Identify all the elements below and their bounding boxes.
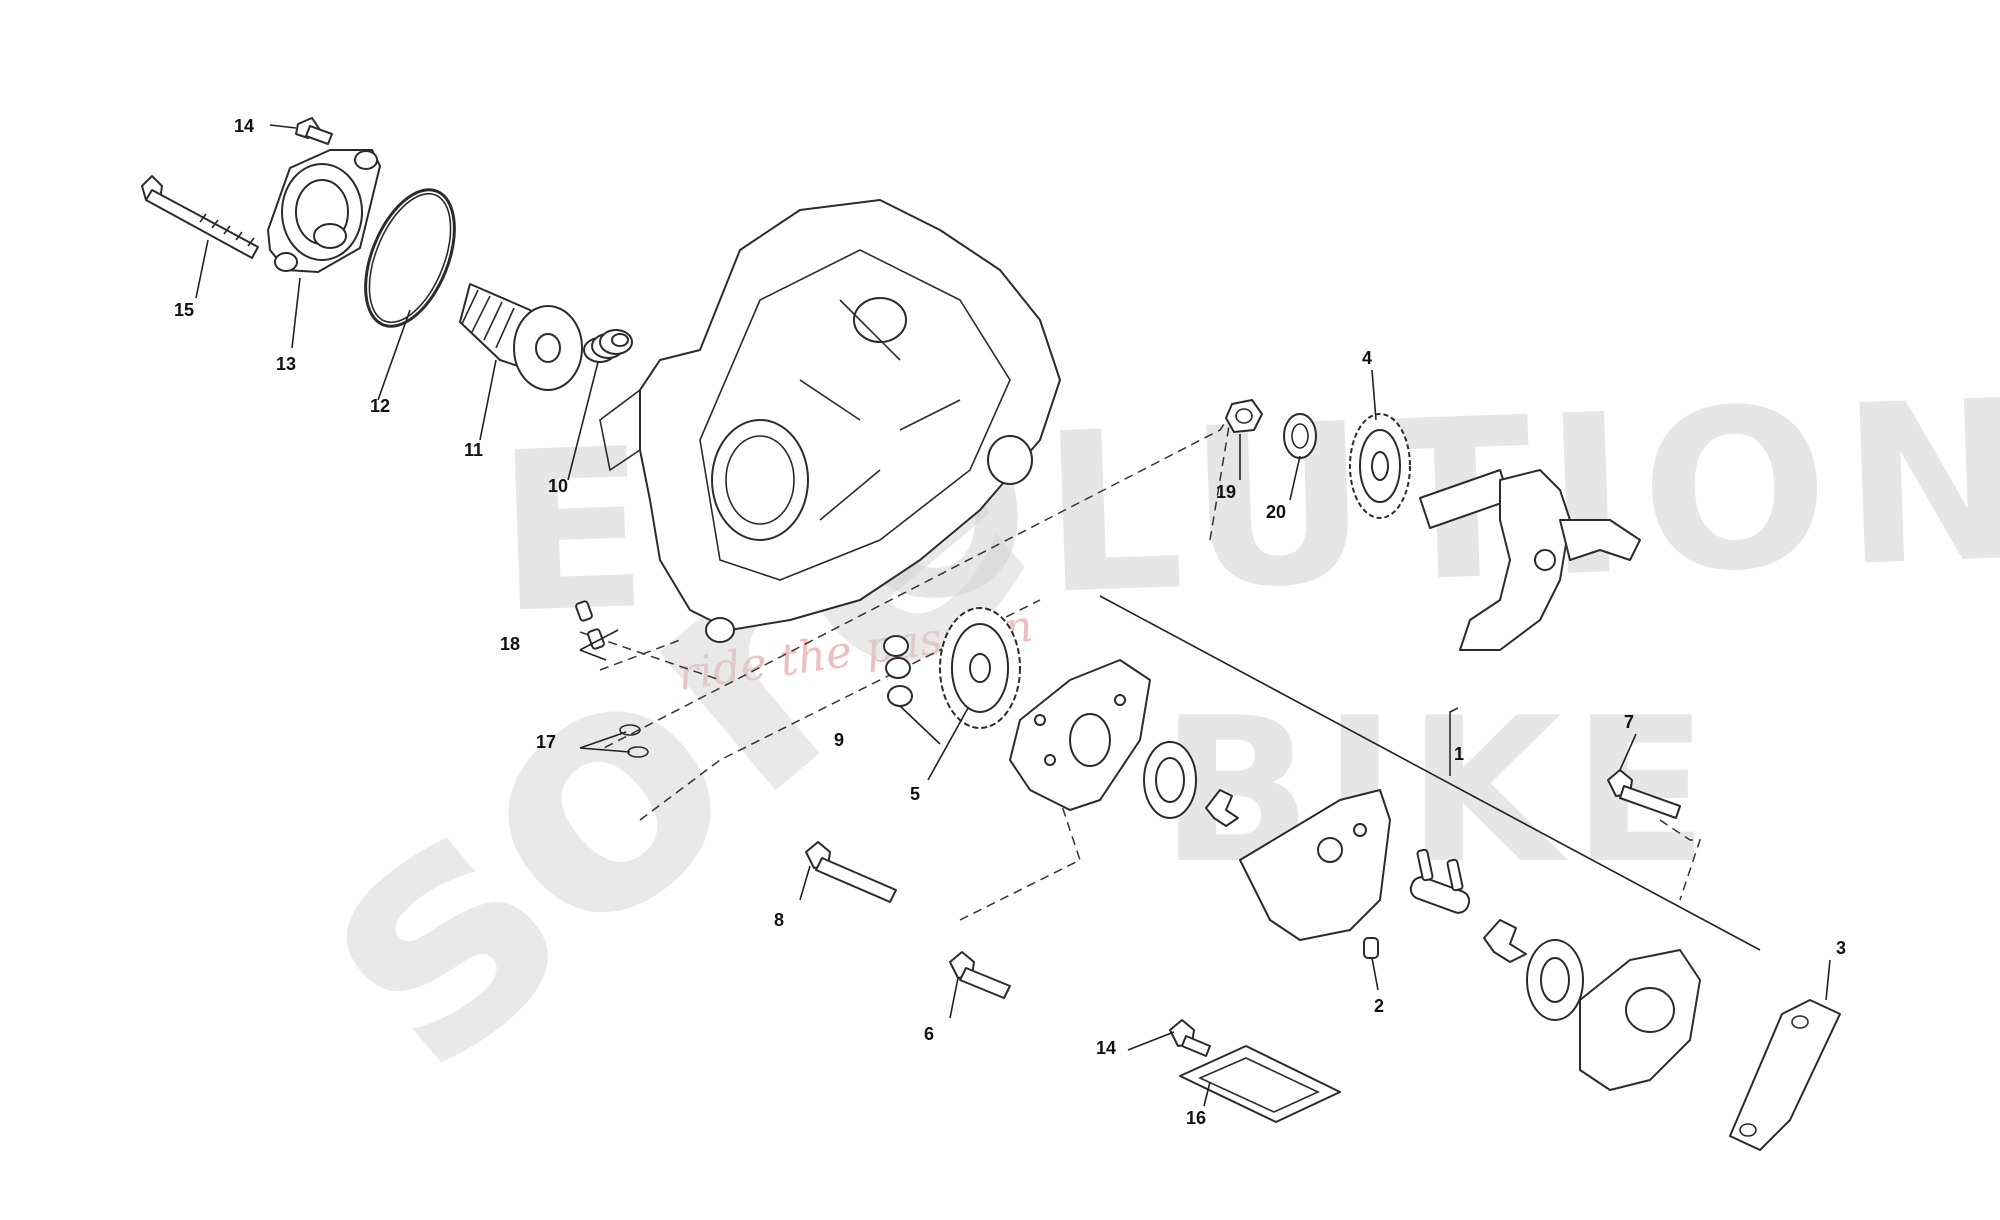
callout-9: 9: [834, 730, 844, 750]
pin-2: [1363, 937, 1379, 959]
callout-14-bottom: 14: [1096, 1038, 1116, 1058]
leader-lines: [195, 124, 1831, 1107]
long-bolt-15: [141, 175, 259, 259]
washer-20: [1283, 413, 1317, 459]
gear-5: [939, 607, 1021, 729]
small-bolt-14-bottom: [1169, 1019, 1211, 1057]
pump-housing: [1239, 789, 1391, 941]
callout-18: 18: [500, 634, 520, 654]
bolt-6: [949, 951, 1011, 999]
callout-4: 4: [1362, 348, 1372, 368]
pump-cover: [1579, 949, 1701, 1091]
callout-16: 16: [1186, 1108, 1206, 1128]
pump-shaft: [1409, 848, 1471, 914]
gear-4: [1349, 413, 1411, 519]
bolt-7: [1607, 769, 1681, 819]
callout-8: 8: [774, 910, 784, 930]
callout-17: 17: [536, 732, 556, 752]
callout-12: 12: [370, 396, 390, 416]
oil-filter-11: [459, 283, 583, 391]
bolt-8: [805, 841, 897, 903]
filter-cover-13: [267, 149, 381, 273]
callout-11: 11: [464, 440, 483, 460]
pump-rotor-inner: [1205, 789, 1239, 827]
callout-15: 15: [174, 300, 194, 320]
gasket-3: [1729, 999, 1841, 1151]
o-ring-12: [364, 188, 456, 328]
callout-3: 3: [1836, 938, 1846, 958]
callout-5: 5: [910, 784, 920, 804]
callout-19: 19: [1216, 482, 1236, 502]
crankcase-cover: [599, 199, 1061, 643]
pump-star-rotor: [1483, 919, 1527, 963]
callout-10: 10: [548, 476, 568, 496]
shaft-with-crank-arm: [1419, 469, 1641, 651]
seals-9: [883, 635, 913, 707]
callout-2: 2: [1374, 996, 1384, 1016]
callout-14-top: 14: [234, 116, 254, 136]
callout-1: 1: [1454, 744, 1464, 764]
callout-labels: 1 2 3 4 5 6 7 8 9 10 11 12 13 14 14 15 1…: [174, 116, 1846, 1128]
spring-10: [583, 329, 633, 363]
nut-19: [1225, 399, 1263, 433]
callout-13: 13: [276, 354, 296, 374]
strainer-16: [1179, 1045, 1341, 1123]
group-bracket-1: [1099, 595, 1761, 951]
pump-rotor-outer: [1143, 741, 1197, 819]
small-bolt-14-top: [295, 117, 333, 145]
callout-7: 7: [1624, 712, 1634, 732]
pump-body-plate: [1009, 659, 1151, 811]
callout-20: 20: [1266, 502, 1286, 522]
callout-6: 6: [924, 1024, 934, 1044]
pump-rotor-outer-2: [1526, 939, 1584, 1021]
